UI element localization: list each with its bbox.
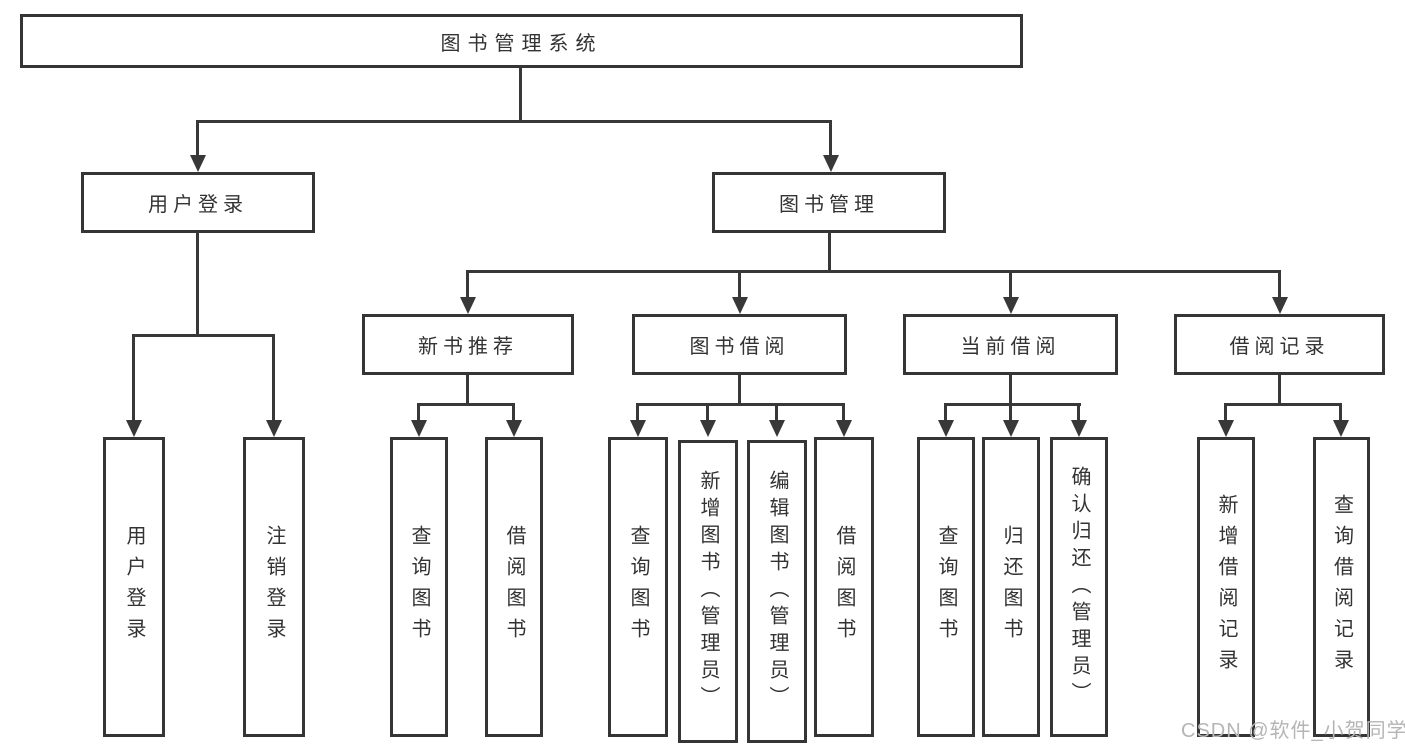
arrowhead-down-icon [411,420,427,437]
node-label: 借阅记录 [1229,336,1330,358]
node-label: 查询借阅记录 [1330,494,1353,680]
node-label: 用户登录 [148,194,248,216]
arrowhead-down-icon [460,297,476,314]
connector-line [196,233,199,336]
node-label: 查询图书 [935,525,957,649]
node-leaf-user-login: 用户登录 [103,437,165,737]
node-leaf-add-borrow-record: 新增借阅记录 [1197,437,1255,737]
connector-line [775,403,778,422]
node-leaf-borrow-books: 借阅图书 [814,437,874,737]
arrowhead-down-icon [190,155,206,172]
connector-line [636,403,845,406]
connector-line [196,120,832,123]
node-label: 图书借阅 [689,336,790,358]
connector-line [519,67,522,122]
node-leaf-return-books: 归还图书 [982,437,1040,737]
connector-line [1224,403,1342,406]
node-label: 用户登录 [123,525,145,649]
arrowhead-down-icon [506,420,522,437]
arrowhead-down-icon [732,297,748,314]
connector-line [1009,403,1012,422]
connector-line [1077,403,1080,422]
connector-line [944,403,1081,406]
node-leaf-query-books: 查询图书 [608,437,668,737]
node-label: 查询图书 [627,525,649,649]
node-book-management: 图书管理 [712,172,946,233]
connector-line [1278,270,1281,299]
node-label: 新增借阅记录 [1215,494,1237,680]
arrowhead-down-icon [1218,420,1234,437]
arrowhead-down-icon [700,420,716,437]
node-leaf-add-books-admin: 新增图书（管理员） [678,440,738,743]
connector-line [738,270,741,299]
connector-line [1224,403,1227,422]
connector-line [466,270,469,299]
node-leaf-borrow-books: 借阅图书 [485,437,543,737]
connector-line [842,403,845,422]
node-label: 确认归还（管理员） [1068,465,1090,709]
arrowhead-down-icon [1333,420,1349,437]
node-borrow-records: 借阅记录 [1174,314,1385,375]
connector-line [944,403,947,422]
node-user-login: 用户登录 [81,172,315,233]
node-label: 图书管理 [779,194,879,216]
connector-line [466,270,1281,273]
node-label: 新书推荐 [418,336,518,358]
arrowhead-down-icon [836,420,852,437]
connector-line [1278,375,1281,405]
node-label: 借阅图书 [833,525,855,649]
node-book-borrow: 图书借阅 [632,314,847,375]
connector-line [706,403,709,422]
connector-line [132,334,275,337]
node-label: 归还图书 [1000,525,1022,649]
connector-line [636,403,639,422]
connector-line [417,403,515,406]
node-label: 注销登录 [263,525,285,649]
node-leaf-edit-books-admin: 编辑图书（管理员） [747,440,807,743]
node-leaf-confirm-return-admin: 确认归还（管理员） [1050,437,1108,737]
connector-line [196,120,199,158]
connector-line [417,403,420,422]
connector-line [132,334,135,422]
connector-line [512,403,515,422]
node-leaf-query-books: 查询图书 [917,437,975,737]
arrowhead-down-icon [126,420,142,437]
node-leaf-query-borrow-record: 查询借阅记录 [1313,437,1370,737]
connector-line [738,375,741,405]
arrowhead-down-icon [1272,297,1288,314]
node-label: 图书管理系统 [440,32,603,55]
connector-line [829,120,832,158]
arrowhead-down-icon [630,420,646,437]
node-label: 新增图书（管理员） [697,470,719,713]
arrowhead-down-icon [1071,420,1087,437]
node-label: 编辑图书（管理员） [766,470,788,713]
connector-line [1339,403,1342,422]
connector-line [1009,375,1012,405]
arrowhead-down-icon [1003,420,1019,437]
arrowhead-down-icon [1003,297,1019,314]
node-new-book-recommend: 新书推荐 [362,314,574,375]
node-library-system: 图书管理系统 [20,14,1023,68]
connector-line [1009,270,1012,299]
arrowhead-down-icon [823,155,839,172]
node-current-borrow: 当前借阅 [903,314,1118,375]
connector-line [272,334,275,422]
connector-line [828,233,831,272]
node-leaf-query-books: 查询图书 [390,437,448,737]
node-label: 当前借阅 [960,336,1061,358]
connector-line [466,375,469,405]
watermark: CSDN @软件_小贺同学 [1181,720,1405,742]
node-label: 借阅图书 [503,525,525,649]
arrowhead-down-icon [938,420,954,437]
node-leaf-logout: 注销登录 [243,437,305,737]
arrowhead-down-icon [266,420,282,437]
arrowhead-down-icon [769,420,785,437]
node-label: 查询图书 [408,525,430,649]
